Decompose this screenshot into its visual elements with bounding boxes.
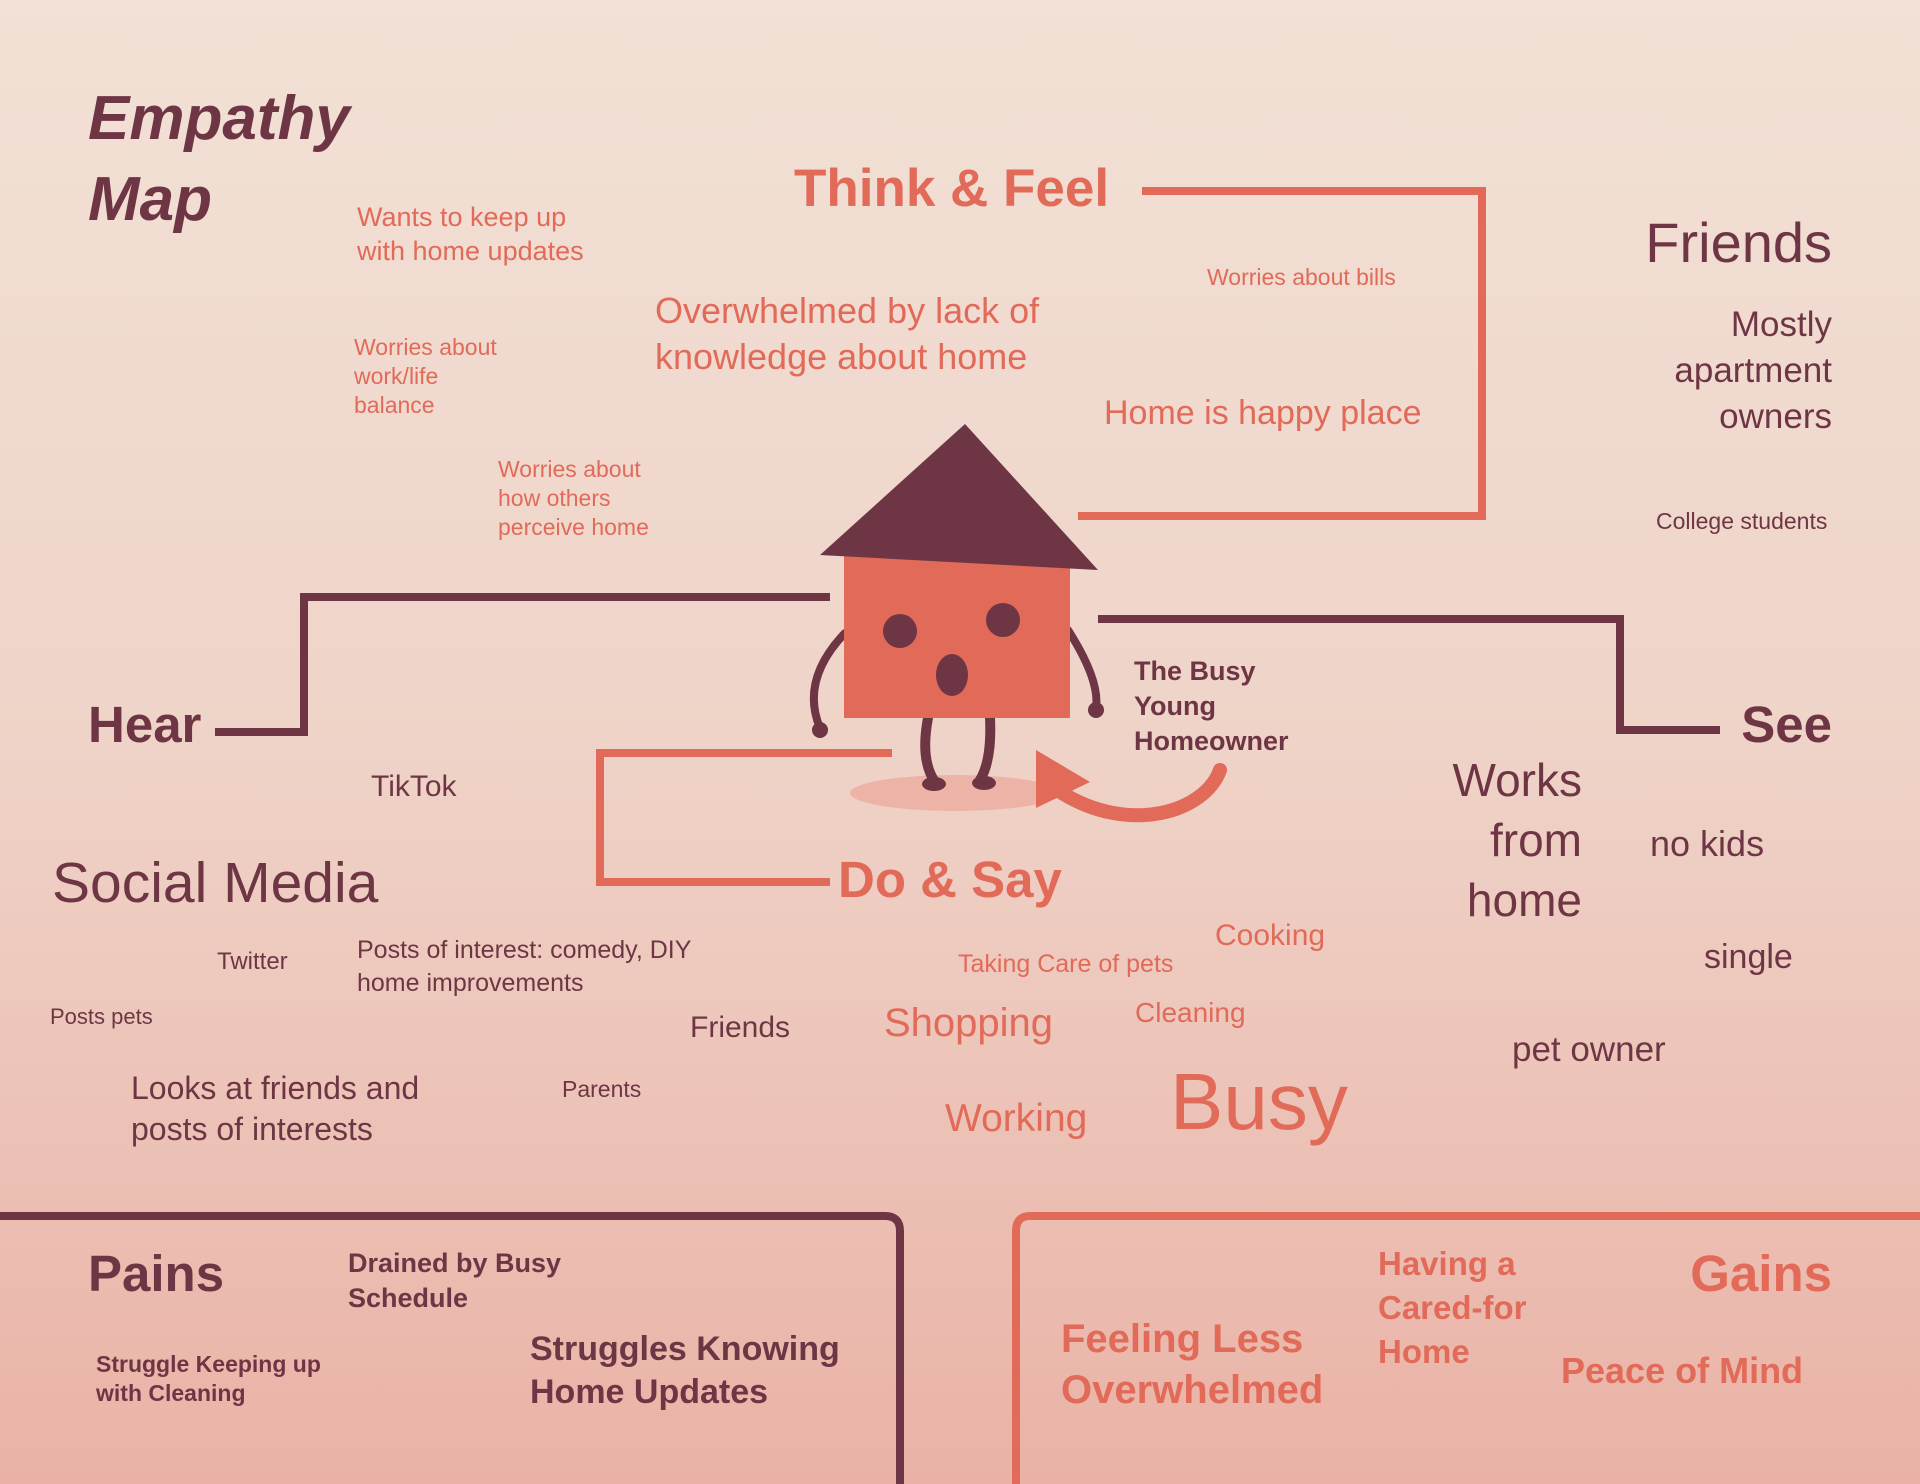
see-item-single: single [1704,938,1793,976]
do-say-item-shopping: Shopping [884,1001,1054,1045]
think-feel-heading: Think & Feel [794,159,1110,218]
hear-item-posts-pets: Posts pets [50,1004,153,1029]
friends-heading: Friends [1645,211,1832,274]
persona-arrow-head [1036,750,1090,808]
do-say-item-cleaning: Cleaning [1135,997,1246,1028]
mascot-left-eye [883,614,917,648]
gains-panel-border [1012,1212,1920,1484]
think-feel-item-others-perceive: Worries about how others perceive home [498,456,649,540]
do-say-heading: Do & Say [838,851,1062,908]
mascot-left-leg [920,713,940,787]
hear-item-friends: Friends [690,1011,791,1044]
house-mascot-illustration [809,424,1104,811]
pains-item-drained: Drained by Busy Schedule [348,1248,562,1313]
gains-item-less-overwhelmed: Feeling Less Overwhelmed [1061,1317,1324,1412]
mascot-right-leg [975,713,996,785]
hear-item-posts-of-interest: Posts of interest: comedy, DIY home impr… [357,936,692,997]
see-item-works-from-home: Works from home [1452,754,1583,926]
hear-item-social-media: Social Media [52,851,379,915]
pains-heading: Pains [88,1245,225,1302]
hear-heading: Hear [88,696,202,753]
see-heading: See [1741,696,1832,753]
do-say-connector [596,749,892,886]
pains-item-home-updates: Struggles Knowing Home Updates [530,1330,840,1411]
mascot-mouth [936,654,968,696]
see-item-no-kids: no kids [1650,823,1765,864]
think-feel-item-home-updates: Wants to keep up with home updates [357,202,584,266]
think-feel-item-work-life: Worries about work/life balance [354,334,497,418]
persona-label: The Busy Young Homeowner [1134,656,1289,756]
do-say-item-working: Working [945,1097,1088,1140]
do-say-item-pets: Taking Care of pets [958,950,1174,978]
do-say-item-busy: Busy [1170,1057,1348,1146]
mascot-right-arm [1064,626,1101,712]
hear-item-tiktok: TikTok [371,770,457,803]
persona-arrow [1055,763,1227,823]
page-title: Empathy Map [88,84,350,234]
friends-item-apartment-owners: Mostly apartment owners [1674,305,1832,436]
hear-connector [215,593,830,736]
friends-item-college-students: College students [1656,508,1828,534]
mascot-roof [820,424,1098,570]
think-feel-item-happy-place: Home is happy place [1104,394,1422,432]
see-connector [1098,615,1720,734]
pains-item-cleaning: Struggle Keeping up with Cleaning [96,1351,321,1406]
gains-item-peace-of-mind: Peace of Mind [1561,1350,1804,1391]
do-say-item-cooking: Cooking [1215,919,1326,952]
mascot-shadow [850,775,1060,811]
gains-item-cared-for-home: Having a Cared-for Home [1378,1245,1527,1370]
mascot-right-eye [986,603,1020,637]
hear-item-twitter: Twitter [217,948,288,975]
hear-item-looks-at-friends: Looks at friends and posts of interests [131,1070,420,1147]
think-feel-item-bills: Worries about bills [1207,264,1396,290]
see-item-pet-owner: pet owner [1512,1030,1666,1069]
think-feel-connector [1078,187,1486,520]
think-feel-item-overwhelmed: Overwhelmed by lack of knowledge about h… [655,290,1040,377]
hear-item-parents: Parents [562,1076,642,1102]
pains-panel-border [0,1212,904,1484]
mascot-left-arm [809,629,849,732]
gains-heading: Gains [1690,1245,1832,1302]
